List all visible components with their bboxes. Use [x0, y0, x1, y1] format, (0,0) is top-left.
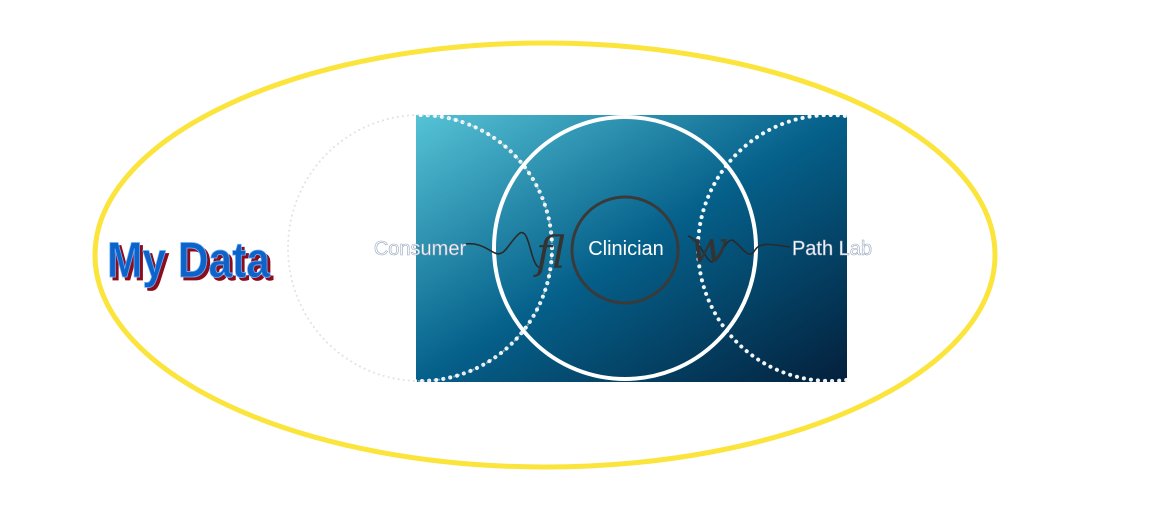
- node-consumer: Consumer: [374, 238, 467, 260]
- flow-line-left: [464, 232, 541, 269]
- right-dotted-circle: [696, 113, 964, 383]
- node-clinician: Clinician: [588, 238, 664, 260]
- flow-glyph-right: w: [690, 222, 728, 273]
- inner-clinician-circle: [570, 195, 680, 305]
- left-dotted-circle-outer: [287, 114, 553, 382]
- flow-line-right: [687, 235, 791, 263]
- outer-yellow-ellipse: [92, 40, 998, 470]
- title-text: My Data: [107, 232, 271, 288]
- my-data-title: My Data: [107, 231, 272, 288]
- node-path-lab: Path Lab: [792, 238, 872, 260]
- flow-glyph-left: fl: [533, 228, 565, 279]
